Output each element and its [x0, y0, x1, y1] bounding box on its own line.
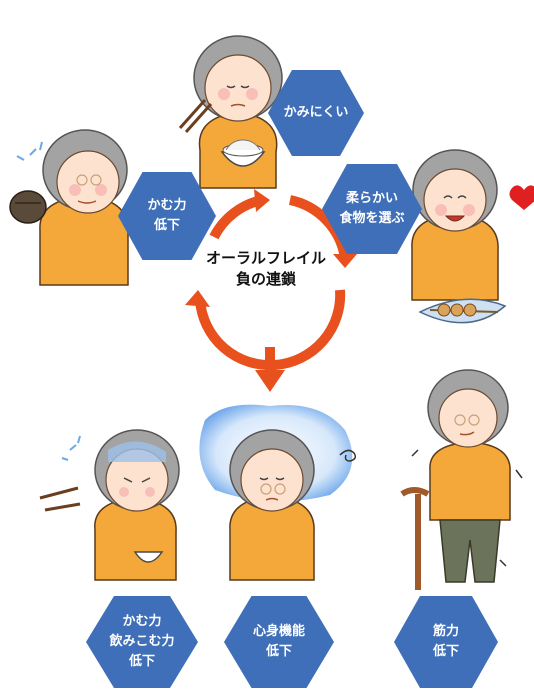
hexagon-label-line: 心身機能	[252, 624, 305, 639]
hexagon-label-line: 低下	[128, 654, 155, 669]
center-subtitle: 負の連鎖	[235, 270, 296, 288]
hexagon-top: かみにくい	[268, 70, 364, 156]
hexagon-label: かむ力 低下	[118, 172, 216, 260]
hexagon-label: 柔らかい 食物を選ぶ	[322, 164, 422, 254]
hexagon-label-line: 柔らかい	[345, 191, 398, 206]
hexagon-right: 柔らかい 食物を選ぶ	[322, 164, 422, 254]
cane-icon	[400, 487, 430, 590]
hexagon-outcome-muscle: 筋力 低下	[394, 596, 498, 688]
hexagon-label: 心身機能 低下	[224, 596, 334, 688]
elder-choking-figure	[39, 429, 180, 581]
hexagon-left: かむ力 低下	[118, 172, 216, 260]
hexagon-outcome-chewing: かむ力 飲みこむ力 低下	[86, 596, 198, 688]
hexagon-label-line: 筋力	[432, 624, 459, 639]
cycle-arc-1	[209, 195, 264, 240]
hexagon-label-line: 飲みこむ力	[109, 634, 175, 649]
hexagon-label: 筋力 低下	[394, 596, 498, 688]
rice-bowl-icon	[220, 139, 266, 167]
cycle-arrowhead-2	[333, 254, 357, 268]
heart-icon	[509, 185, 534, 210]
elder-smiling-figure	[411, 149, 534, 324]
hexagon-label-line: 低下	[265, 644, 292, 659]
center-title: オーラルフレイル	[205, 249, 326, 267]
hexagon-outcome-mental: 心身機能 低下	[224, 596, 334, 688]
hexagon-label-line: かむ力	[147, 198, 187, 213]
cycle-center-label: オーラルフレイル 負の連鎖	[186, 248, 346, 290]
hexagon-label-line: 低下	[153, 218, 180, 233]
down-arrow	[255, 347, 285, 392]
chopsticks-icon	[178, 99, 213, 133]
dango-plate-icon	[418, 298, 507, 324]
cycle-arrowhead-3	[185, 290, 210, 307]
elder-worried-figure	[199, 404, 357, 581]
elder-eating-figure	[178, 35, 283, 189]
hexagon-label-line: かみにくい	[283, 105, 349, 120]
hexagon-label: かむ力 飲みこむ力 低下	[86, 596, 198, 688]
cycle-arrowhead-1	[254, 189, 270, 212]
hexagon-label-line: 低下	[432, 644, 459, 659]
cycle-arc-2	[288, 195, 350, 259]
hexagon-label-line: 食物を選ぶ	[339, 211, 405, 226]
worry-swirl-icon	[339, 449, 357, 462]
hexagon-label: かみにくい	[268, 70, 364, 156]
elder-biting-figure	[9, 129, 129, 286]
hexagon-label-line: かむ力	[122, 614, 162, 629]
elder-cane-figure	[400, 369, 523, 590]
